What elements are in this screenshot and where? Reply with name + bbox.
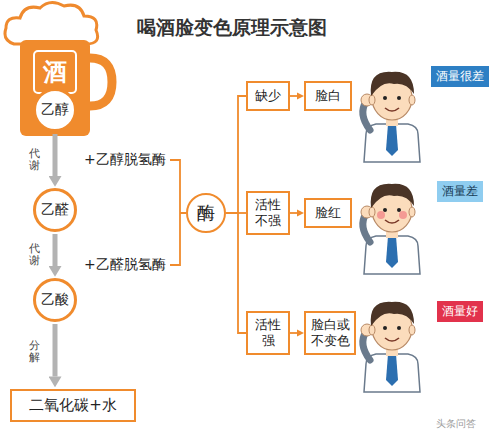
enzyme-label: +乙醛脱氢酶 (84, 256, 166, 274)
capacity-tag: 酒量差 (436, 180, 484, 203)
result-arrow (290, 95, 297, 97)
condition-box: 活性强 (246, 311, 290, 356)
node-text: 活性不强 (252, 197, 284, 230)
condition-box: 活性不强 (246, 191, 290, 236)
diagram-title: 喝酒脸变色原理示意图 (137, 15, 327, 41)
enzyme-circle: 酶 (186, 193, 226, 233)
edge-label: 代谢 (29, 148, 40, 172)
node-text: 活性强 (252, 317, 284, 350)
result-arrow (290, 212, 297, 214)
node-text: 乙醛 (41, 201, 69, 219)
enzyme-label: +乙醇脱氢酶 (84, 151, 166, 169)
substance-circle: 乙醇 (33, 88, 77, 132)
node-text: 酒量很差 (436, 68, 484, 85)
branch-line (226, 213, 246, 333)
metabolism-arrow (53, 324, 58, 377)
substance-circle: 乙酸 (33, 278, 77, 322)
substance-circle: 乙醛 (33, 188, 77, 232)
node-text: 酒量差 (442, 183, 478, 200)
metabolism-arrow (53, 234, 58, 266)
result-box: 脸红 (304, 198, 352, 228)
edge-label: 分解 (29, 340, 40, 364)
edge-label: 代谢 (29, 243, 40, 267)
node-text: 乙酸 (41, 291, 69, 309)
capacity-tag: 酒量好 (436, 300, 484, 323)
condition-box: 缺少 (246, 81, 290, 111)
node-text: 脸白 (310, 88, 346, 104)
node-text: 酒量好 (442, 303, 478, 320)
branch-line (226, 96, 246, 213)
node-text: 乙醇 (41, 101, 69, 119)
metabolism-arrow (53, 134, 58, 176)
product-box: 二氧化碳+水 (10, 389, 136, 422)
node-text: 二氧化碳+水 (16, 396, 130, 415)
result-arrow (290, 332, 297, 334)
node-text: 脸红 (310, 205, 346, 221)
node-text: 酒 (43, 56, 67, 88)
node-text: 缺少 (252, 88, 284, 104)
watermark: 头条问答 (436, 417, 476, 431)
result-box: 脸白或不变色 (304, 311, 356, 356)
node-text: 脸白或不变色 (309, 317, 351, 350)
result-box: 脸白 (304, 81, 352, 111)
capacity-tag: 酒量很差 (430, 65, 490, 88)
node-text: 酶 (197, 201, 215, 225)
